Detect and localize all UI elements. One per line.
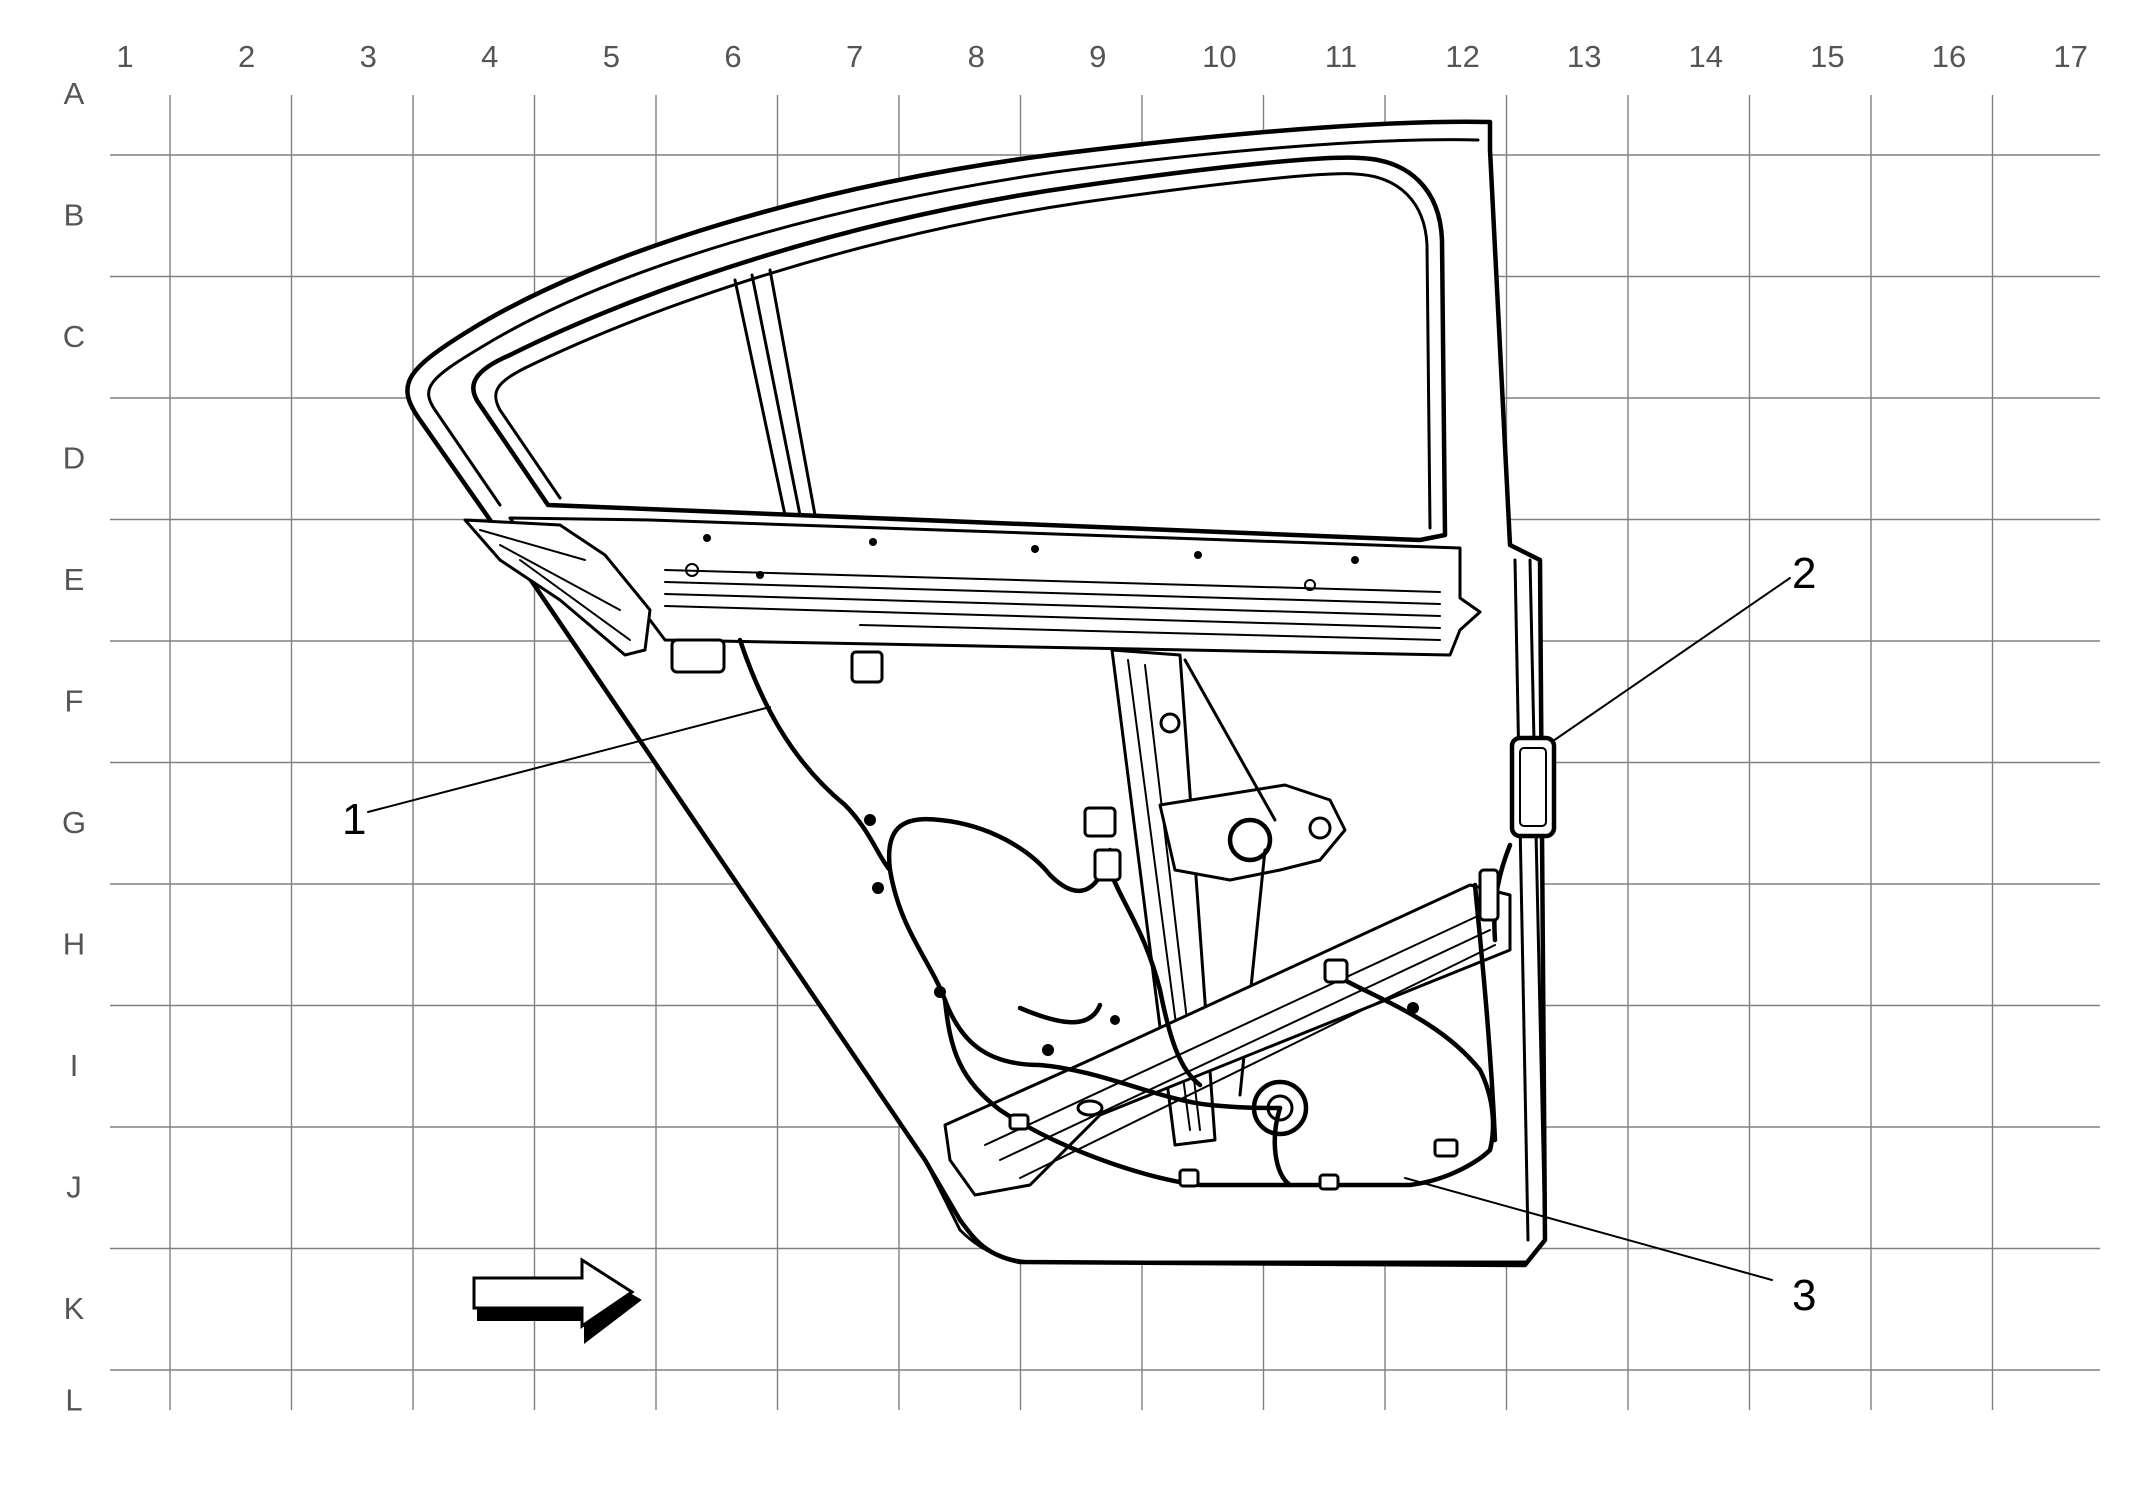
- rear-door-illustration: [405, 119, 1557, 1268]
- door-wiring-harness: [1017, 1002, 1103, 1025]
- window-regulator-motor: [1158, 783, 1347, 882]
- harness-clip: [872, 882, 884, 894]
- door-bottom-edge: [923, 1158, 1527, 1264]
- harness-clip: [1110, 1015, 1120, 1025]
- door-outer-frame-inner-line: [427, 138, 1480, 507]
- harness-clip: [1178, 1168, 1200, 1188]
- door-wiring-harness: [737, 637, 893, 873]
- grid-row-label: D: [63, 441, 85, 476]
- grid-column-label: 10: [1202, 39, 1236, 74]
- door-wiring-harness: [886, 816, 1113, 894]
- door-lock-connector-inner: [1519, 747, 1547, 827]
- beltline-fastener: [1351, 556, 1359, 564]
- beltline-fastener: [1031, 545, 1039, 553]
- division-channel: [733, 268, 817, 517]
- grid-row-label: F: [65, 684, 84, 719]
- grid-row-label: C: [63, 319, 85, 354]
- grid-row-label: B: [64, 198, 85, 233]
- beltline-ribs: [664, 569, 1441, 641]
- grid-column-label: 5: [603, 39, 620, 74]
- harness-connector: [670, 638, 726, 674]
- door-wiring-harness: [887, 867, 1283, 1111]
- grid-row-label: J: [66, 1170, 82, 1205]
- grid-row-label: H: [63, 927, 85, 962]
- callout-1: 1: [342, 795, 366, 844]
- door-wiring-harness: [942, 997, 1493, 1188]
- harness-clip: [1318, 1173, 1340, 1191]
- grid-row-label: L: [65, 1383, 82, 1418]
- harness-clip: [1083, 806, 1117, 838]
- beltline-fastener: [1194, 551, 1202, 559]
- leader-line-1: [367, 706, 771, 813]
- door-wiring-harness: [1272, 1105, 1293, 1188]
- harness-clip: [1407, 1002, 1419, 1014]
- grid-column-label: 13: [1567, 39, 1601, 74]
- callout-3: 3: [1792, 1271, 1816, 1320]
- harness-clip: [864, 814, 876, 826]
- grid-column-label: 4: [481, 39, 498, 74]
- lower-impact-beam: [943, 883, 1512, 1197]
- grid-column-label: 14: [1689, 39, 1723, 74]
- grid-column-label: 17: [2053, 39, 2087, 74]
- grid-column-label: 9: [1089, 39, 1106, 74]
- grid-column-label: 11: [1325, 39, 1357, 74]
- harness-connector: [850, 650, 884, 684]
- grid-column-label: 1: [116, 39, 133, 74]
- grid-row-label: K: [64, 1291, 85, 1326]
- right-arrow-icon: [472, 1257, 642, 1345]
- harness-clip: [1008, 1113, 1030, 1131]
- regulator-motor-hub: [1227, 817, 1273, 863]
- grid-row-label: I: [70, 1048, 79, 1083]
- door-lock-connector: [1509, 735, 1557, 839]
- row-labels: A B C D E F G H I J K L: [62, 76, 86, 1418]
- grid-column-label: 7: [846, 39, 863, 74]
- direction-arrow-body: [472, 1257, 635, 1329]
- impact-beam-ribs: [984, 914, 1496, 1179]
- beltline-fastener: [869, 538, 877, 546]
- harness-clip: [1042, 1044, 1054, 1056]
- rear-edge-seal: [1513, 558, 1547, 1242]
- door-wiring-harness: [1472, 882, 1498, 1143]
- grid-column-label: 6: [724, 39, 741, 74]
- leader-line-3: [1404, 1177, 1773, 1281]
- window-opening-inner: [494, 172, 1432, 530]
- grid-row-label: G: [62, 805, 86, 840]
- window-opening: [471, 155, 1448, 543]
- callout-leaders: [367, 577, 1791, 1281]
- door-wiring-harness: [1107, 867, 1203, 1088]
- beltline-fastener: [756, 571, 764, 579]
- regulator-fastener: [1159, 712, 1181, 734]
- grid-column-label: 15: [1810, 39, 1844, 74]
- beltline-fastener: [703, 534, 711, 542]
- harness-clip: [1433, 1138, 1459, 1158]
- grid-column-label: 8: [968, 39, 985, 74]
- grid-column-label: 2: [238, 39, 255, 74]
- grid-column-label: 3: [360, 39, 377, 74]
- beltline-hole: [1304, 579, 1316, 591]
- harness-clip: [934, 986, 946, 998]
- regulator-motor-mount: [1308, 816, 1332, 840]
- grid-column-label: 16: [1932, 39, 1966, 74]
- impact-beam-hole: [1076, 1099, 1104, 1117]
- harness-clip: [1478, 868, 1500, 922]
- harness-clip: [1323, 958, 1349, 984]
- grid-row-label: E: [64, 562, 85, 597]
- grid-row-label: A: [64, 76, 85, 111]
- harness-clip: [1093, 848, 1122, 882]
- hinge-bracket-detail: [479, 529, 631, 641]
- beltline-hole: [685, 563, 699, 577]
- leader-line-2: [1552, 577, 1791, 742]
- callout-2: 2: [1792, 549, 1816, 598]
- grid-column-label: 12: [1445, 39, 1479, 74]
